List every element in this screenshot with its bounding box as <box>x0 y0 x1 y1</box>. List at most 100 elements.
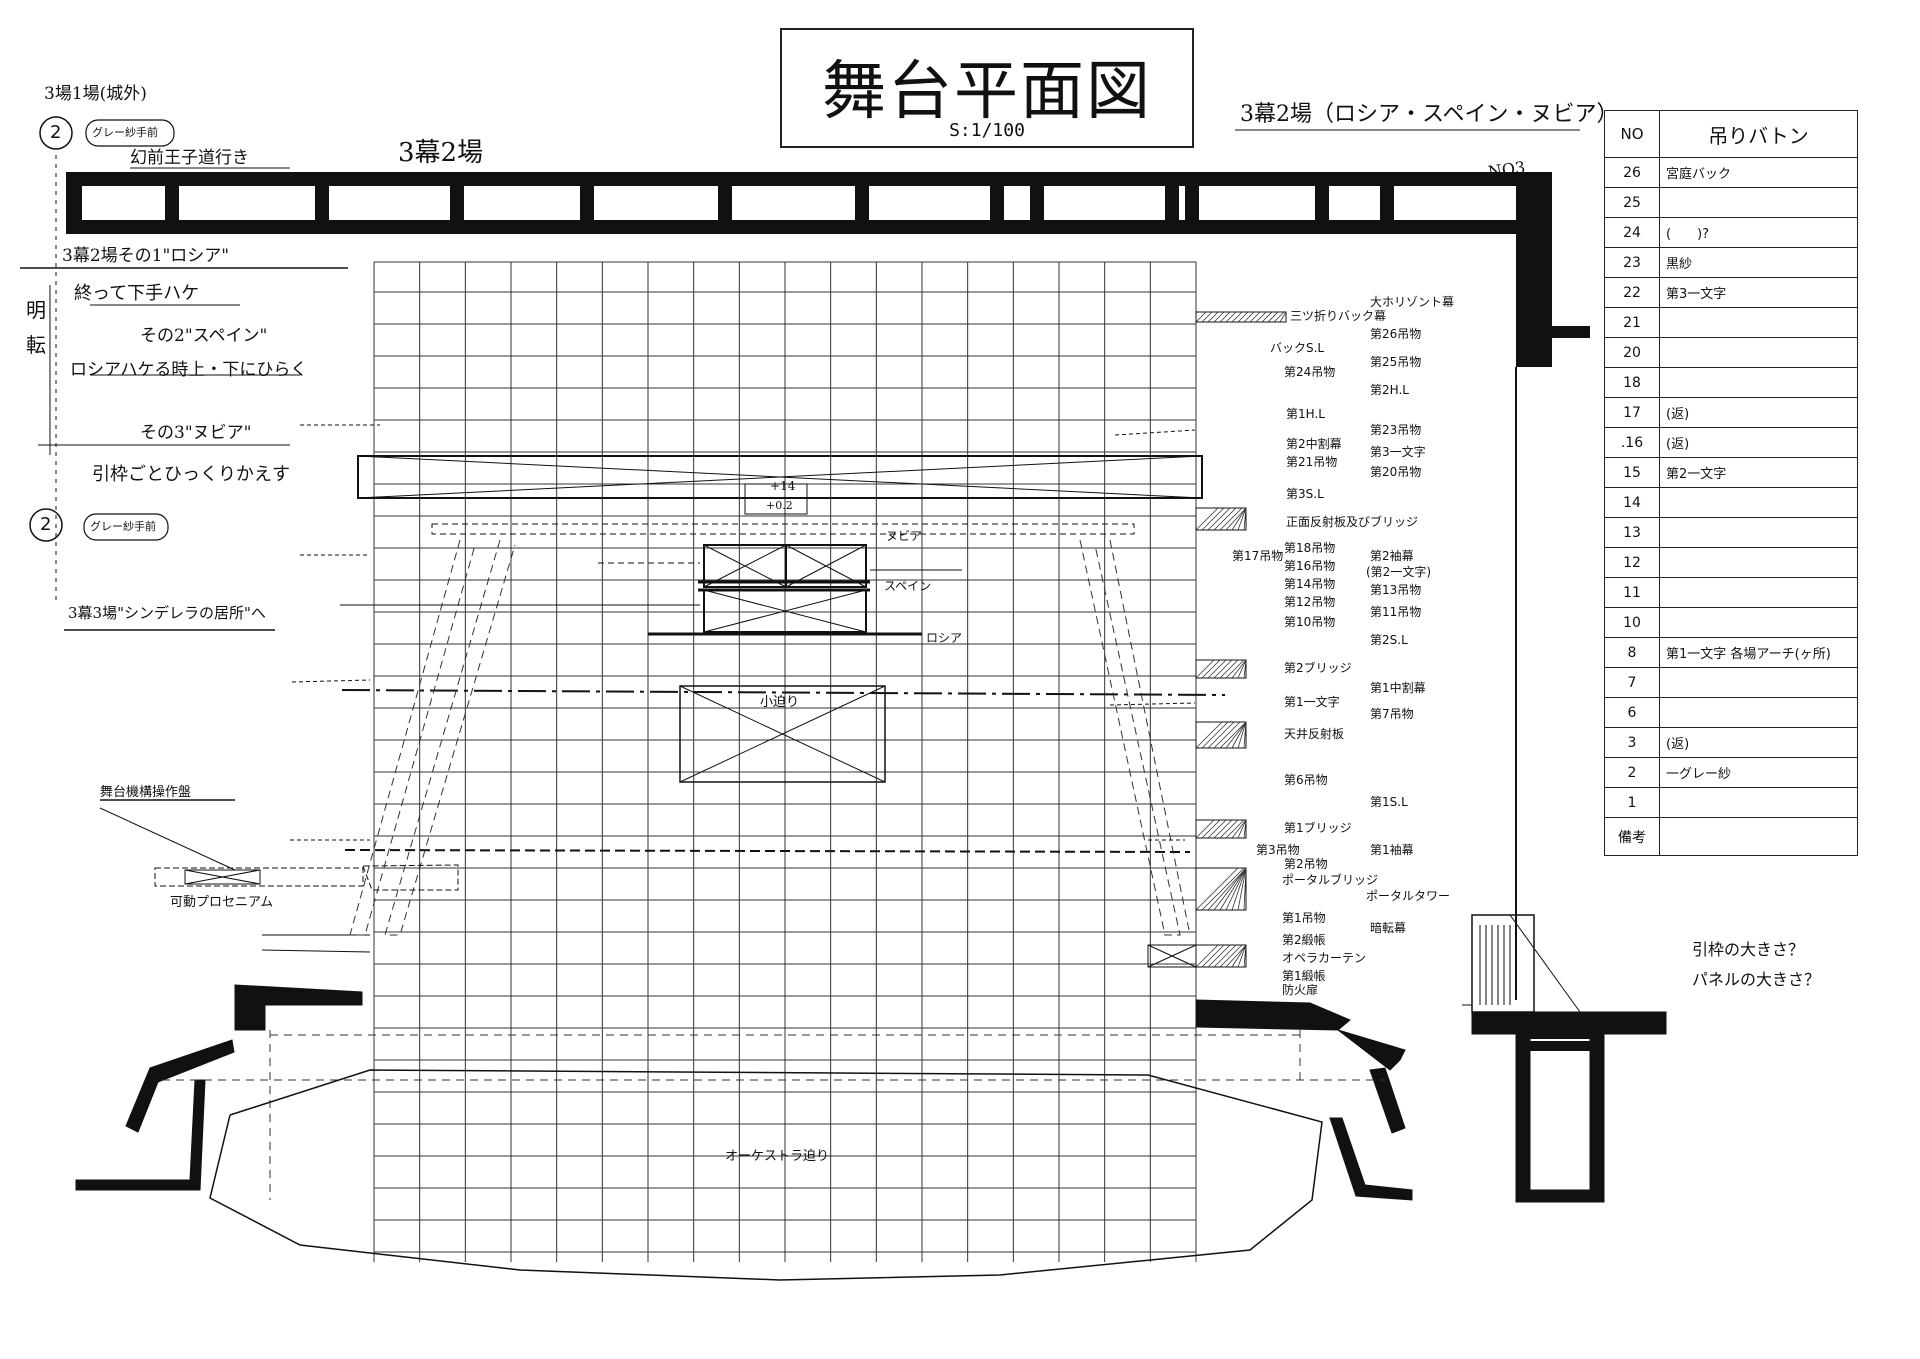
batten-value: 第1一文字 各場アーチ(ヶ所) <box>1659 637 1858 668</box>
right-label: 第7吊物 <box>1370 707 1414 721</box>
batten-row: 3(返) <box>1604 727 1858 758</box>
right-label: ポータルタワー <box>1366 889 1451 903</box>
hatch-line <box>1231 659 1247 679</box>
tag-outline <box>83 513 169 541</box>
hatch-line <box>1225 659 1245 679</box>
batten-value <box>1659 307 1858 338</box>
hatch-line <box>1207 311 1219 323</box>
batten-number: 6 <box>1604 697 1660 728</box>
right-label: 第20吊物 <box>1370 465 1422 479</box>
hatch-line <box>1219 311 1231 323</box>
hatch-line <box>1237 944 1247 968</box>
hatch-line <box>1213 867 1247 911</box>
movable-proscenium-shape <box>99 799 1197 968</box>
batten-number: 13 <box>1604 517 1660 548</box>
batten-number: 3 <box>1604 727 1660 758</box>
hatch-line <box>1213 721 1241 749</box>
upstage-wall <box>66 172 1590 367</box>
batten-number: 25 <box>1604 187 1660 218</box>
stair-structure <box>1462 914 1581 1013</box>
batten-number: 15 <box>1604 457 1660 488</box>
small-lift <box>679 685 886 783</box>
question-note-1: 引枠の大きさ？ <box>1692 940 1805 959</box>
hatch-line <box>1219 659 1239 679</box>
batten-value <box>1659 547 1858 578</box>
hatch-line <box>1201 944 1225 968</box>
batten-row: 1 <box>1604 787 1858 818</box>
label-spain: スペイン <box>884 579 932 593</box>
proscenium-walls <box>75 984 1667 1203</box>
right-label: 三ツ折りバック幕 <box>1290 309 1387 323</box>
right-label: 第26吊物 <box>1370 327 1422 341</box>
hatch-line <box>1195 507 1219 531</box>
right-label: 第2中割幕 <box>1286 437 1342 451</box>
page-title: 舞台平面図 <box>822 55 1152 129</box>
tag-outline <box>85 119 175 147</box>
hatch-line <box>1237 721 1247 749</box>
label-russia: ロシア <box>926 631 963 645</box>
hatch-line <box>1219 819 1239 839</box>
batten-value <box>1659 667 1858 698</box>
batten-row: 10 <box>1604 607 1858 638</box>
title-box: 舞台平面図 S:1/100 <box>780 28 1194 148</box>
hatched-bar <box>1195 721 1247 749</box>
batten-row: 6 <box>1604 697 1858 728</box>
batten-table-footer: 備考 <box>1604 817 1858 856</box>
batten-number: 11 <box>1604 577 1660 608</box>
batten-value <box>1659 367 1858 398</box>
batten-row: 7 <box>1604 667 1858 698</box>
right-label: 第2ブリッジ <box>1284 661 1352 675</box>
batten-number: 2 <box>1604 757 1660 788</box>
batten-value: (返) <box>1659 427 1858 458</box>
forestage-outline <box>162 1030 1385 1200</box>
batten-lines <box>261 424 1226 953</box>
right-label: 第12吊物 <box>1284 595 1336 609</box>
hatch-line <box>1225 721 1247 749</box>
dimension-1: +14 <box>770 479 796 493</box>
label-small-lift: 小迫り <box>760 695 800 710</box>
note-scene-4: その3"ヌビア" <box>140 423 252 443</box>
batten-value: 黒紗 <box>1659 247 1858 278</box>
batten-value: 一グレー紗 <box>1659 757 1858 788</box>
batten-row: .16(返) <box>1604 427 1858 458</box>
hatch-line <box>1219 507 1243 531</box>
hatch-line <box>1237 819 1247 839</box>
batten-row: 17(返) <box>1604 397 1858 428</box>
hatch-line <box>1207 867 1247 911</box>
hatch-line <box>1243 721 1247 749</box>
hatched-bar <box>1195 507 1247 531</box>
right-label: 第3吊物 <box>1256 843 1300 857</box>
right-label: 第10吊物 <box>1284 615 1336 629</box>
hatch-line <box>1195 944 1219 968</box>
note-scene-2: 3幕2場その1"ロシア" <box>62 246 230 266</box>
orchestra-lift <box>209 1069 1323 1281</box>
batten-row: 13 <box>1604 517 1858 548</box>
hatch-line <box>1213 311 1225 323</box>
right-label: バックS.L <box>1270 341 1325 355</box>
batten-value: 宮庭バック <box>1659 157 1858 188</box>
batten-row: 25 <box>1604 187 1858 218</box>
batten-number: 1 <box>1604 787 1660 818</box>
footer-value <box>1659 817 1858 856</box>
hatch-line <box>1243 311 1255 323</box>
right-label: (第2一文字) <box>1366 565 1431 579</box>
batten-number: .16 <box>1604 427 1660 458</box>
tag-1: グレー紗手前 <box>92 126 158 139</box>
hatch-line <box>1243 867 1247 911</box>
hatch-line <box>1231 311 1243 323</box>
hatch-line <box>1225 311 1237 323</box>
hatch-line <box>1249 311 1261 323</box>
stage-grid <box>373 261 1197 1262</box>
hatch-line <box>1213 507 1237 531</box>
batten-value: (返) <box>1659 727 1858 758</box>
right-label: 第1ブリッジ <box>1284 821 1352 835</box>
hatch-line <box>1207 507 1231 531</box>
right-label: 第2吊物 <box>1284 857 1328 871</box>
hatched-bar <box>1195 311 1287 323</box>
right-label: 第2S.L <box>1370 633 1408 647</box>
note-mei: 明 <box>26 298 46 322</box>
hatch-line <box>1225 867 1247 911</box>
scene-marker-circle <box>29 508 63 542</box>
question-note-2: パネルの大きさ？ <box>1692 970 1821 989</box>
